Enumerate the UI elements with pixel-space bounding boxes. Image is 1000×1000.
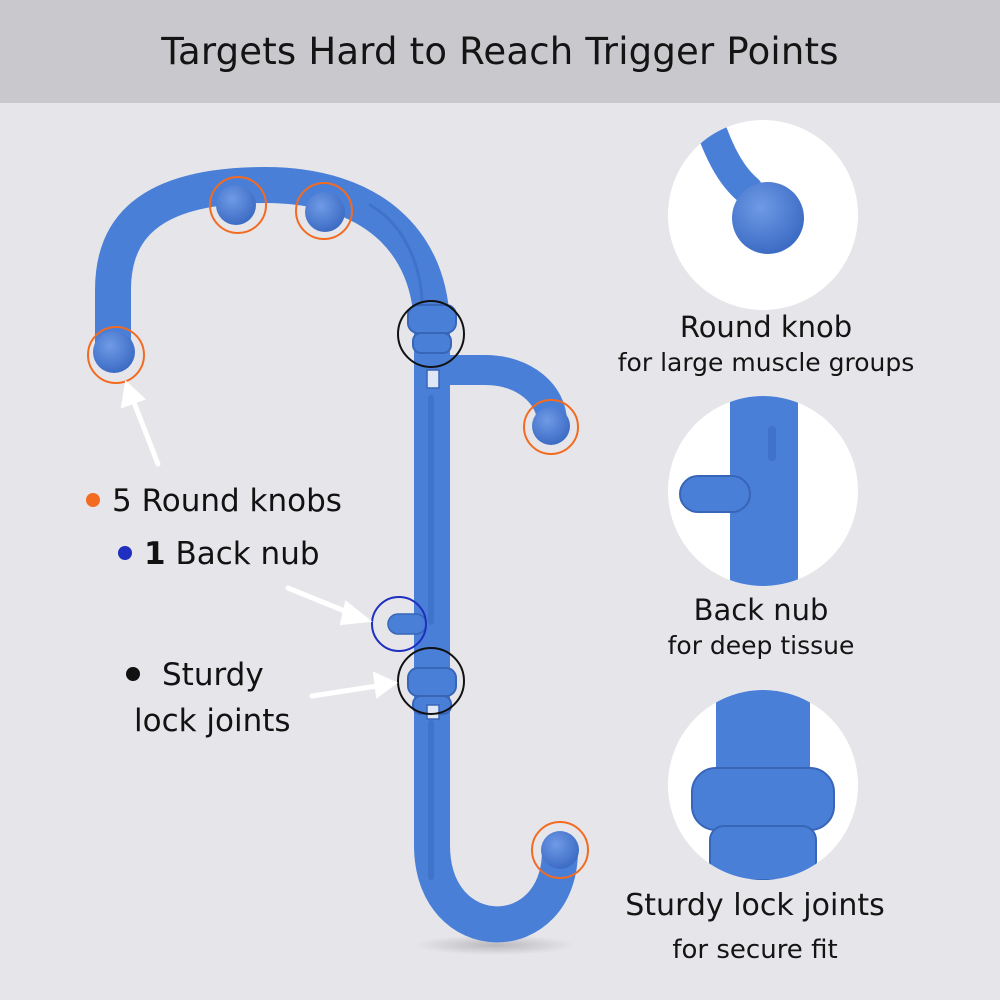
- lock-joint-lower: [407, 667, 457, 720]
- nub-count: 1: [144, 536, 166, 572]
- back-nub-title: Back nub: [693, 593, 829, 627]
- legend-round-knobs: 5 Round knobs: [86, 486, 342, 517]
- nub-marker: [371, 596, 427, 652]
- lock-joint-closeup: [668, 690, 858, 880]
- pointer-arrows: [120, 379, 398, 699]
- back-nub-closeup: [668, 396, 858, 586]
- round-knob-title: Round knob: [679, 310, 853, 344]
- joints-label-line2: lock joints: [134, 703, 291, 739]
- back-nub: [387, 613, 427, 635]
- knob-markers: [87, 176, 589, 879]
- black-dot-icon: [126, 666, 140, 681]
- back-massager-hook-image: [87, 167, 589, 955]
- back-nub-caption: Back nub for deep tissue: [611, 593, 911, 660]
- round-knobs: [93, 185, 579, 869]
- round-knob-subtitle: for large muscle groups: [617, 348, 915, 377]
- orange-dot-icon: [86, 492, 100, 507]
- lock-joint-caption: Sturdy lock joints for secure fit: [600, 888, 910, 965]
- knob-count: 5: [112, 483, 132, 519]
- knob-label: Round knobs: [141, 483, 342, 519]
- joint-markers: [397, 300, 465, 715]
- nub-label: Back nub: [175, 536, 320, 572]
- lock-joint-subtitle: for secure fit: [672, 935, 838, 965]
- lock-joint-upper: [407, 304, 457, 389]
- page-title: Targets Hard to Reach Trigger Points: [161, 30, 839, 73]
- joints-label-line1: Sturdy: [162, 657, 264, 693]
- header-bar: Targets Hard to Reach Trigger Points: [0, 0, 1000, 103]
- lock-joint-title: Sturdy lock joints: [625, 888, 885, 923]
- blue-dot-icon: [118, 545, 132, 560]
- back-nub-subtitle: for deep tissue: [667, 631, 855, 660]
- round-knob-closeup: [668, 120, 858, 310]
- legend-lock-joints: Sturdy lock joints: [126, 652, 291, 744]
- round-knob-caption: Round knob for large muscle groups: [611, 310, 921, 377]
- legend-back-nub: 1 Back nub: [118, 539, 320, 570]
